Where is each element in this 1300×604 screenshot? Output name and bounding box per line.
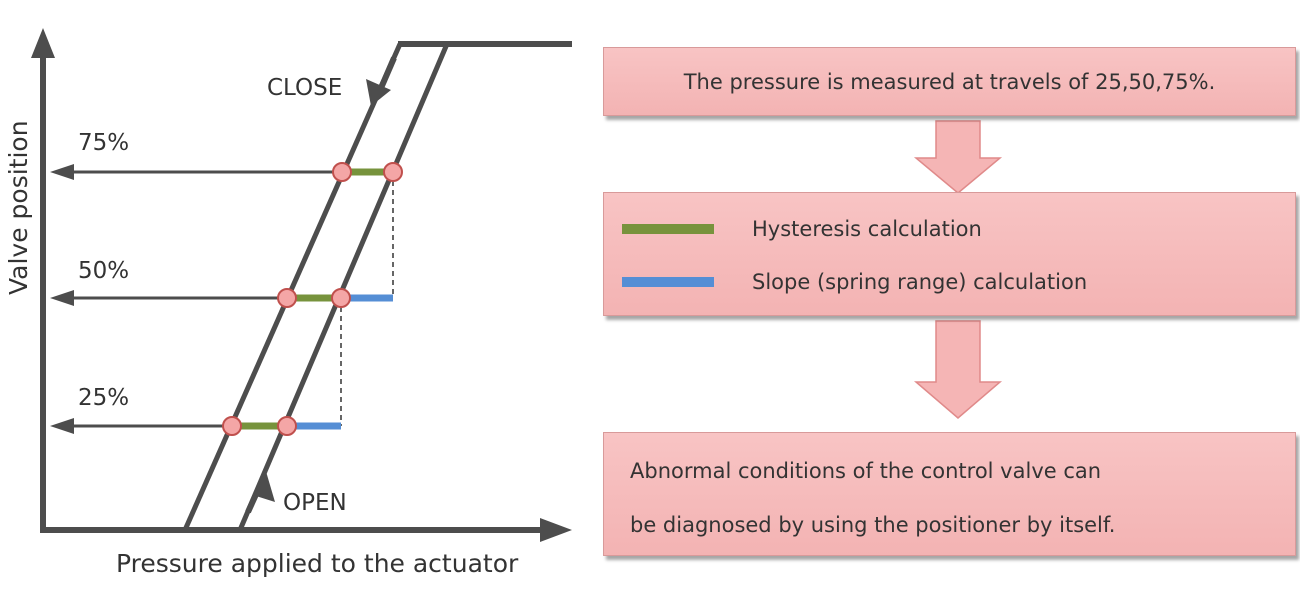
- calculation-legend-box: Hysteresis calculation Slope (spring ran…: [603, 192, 1296, 316]
- open-arrow-shaft: [245, 488, 261, 514]
- diagnosis-text-line-1: Abnormal conditions of the control valve…: [630, 459, 1102, 483]
- slope-swatch: [622, 277, 714, 287]
- level-label-50: 50%: [78, 258, 129, 284]
- level-label-25: 25%: [78, 385, 129, 411]
- closing-line: [182, 42, 403, 532]
- level-50-arrowhead: [50, 290, 74, 306]
- opening-line: [237, 43, 450, 531]
- flow-arrow-down-2: [913, 320, 1003, 419]
- close-arrow-head: [366, 79, 391, 106]
- level-label-75: 75%: [78, 130, 129, 156]
- legend-item-hysteresis: Hysteresis calculation: [622, 217, 982, 241]
- open-arrow-head: [256, 468, 275, 502]
- legend-item-slope: Slope (spring range) calculation: [622, 270, 1087, 294]
- marker-50-open: [331, 288, 351, 308]
- marker-25-open: [277, 416, 297, 436]
- hysteresis-swatch: [622, 224, 714, 234]
- close-arrow-shaft: [378, 56, 397, 90]
- close-label: CLOSE: [267, 75, 342, 101]
- level-75-arrowhead: [50, 164, 74, 180]
- marker-75-close: [332, 162, 352, 182]
- open-label: OPEN: [283, 490, 347, 516]
- level-25-arrowhead: [50, 418, 74, 434]
- marker-25-close: [222, 416, 242, 436]
- step-measure-text: The pressure is measured at travels of 2…: [683, 69, 1216, 94]
- hysteresis-label: Hysteresis calculation: [752, 217, 982, 241]
- marker-50-close: [277, 288, 297, 308]
- y-axis-arrowhead: [31, 28, 55, 58]
- marker-75-open: [383, 162, 403, 182]
- x-axis-label: Pressure applied to the actuator: [116, 549, 519, 578]
- diagnosis-box: Abnormal conditions of the control valve…: [603, 432, 1296, 556]
- slope-label: Slope (spring range) calculation: [752, 270, 1088, 294]
- step-measure-box: The pressure is measured at travels of 2…: [603, 47, 1296, 116]
- x-axis-arrowhead: [540, 518, 572, 542]
- y-axis-label: Valve position: [4, 120, 33, 295]
- diagnosis-text-line-2: be diagnosed by using the positioner by …: [630, 513, 1116, 537]
- flow-arrow-down-1: [913, 120, 1003, 194]
